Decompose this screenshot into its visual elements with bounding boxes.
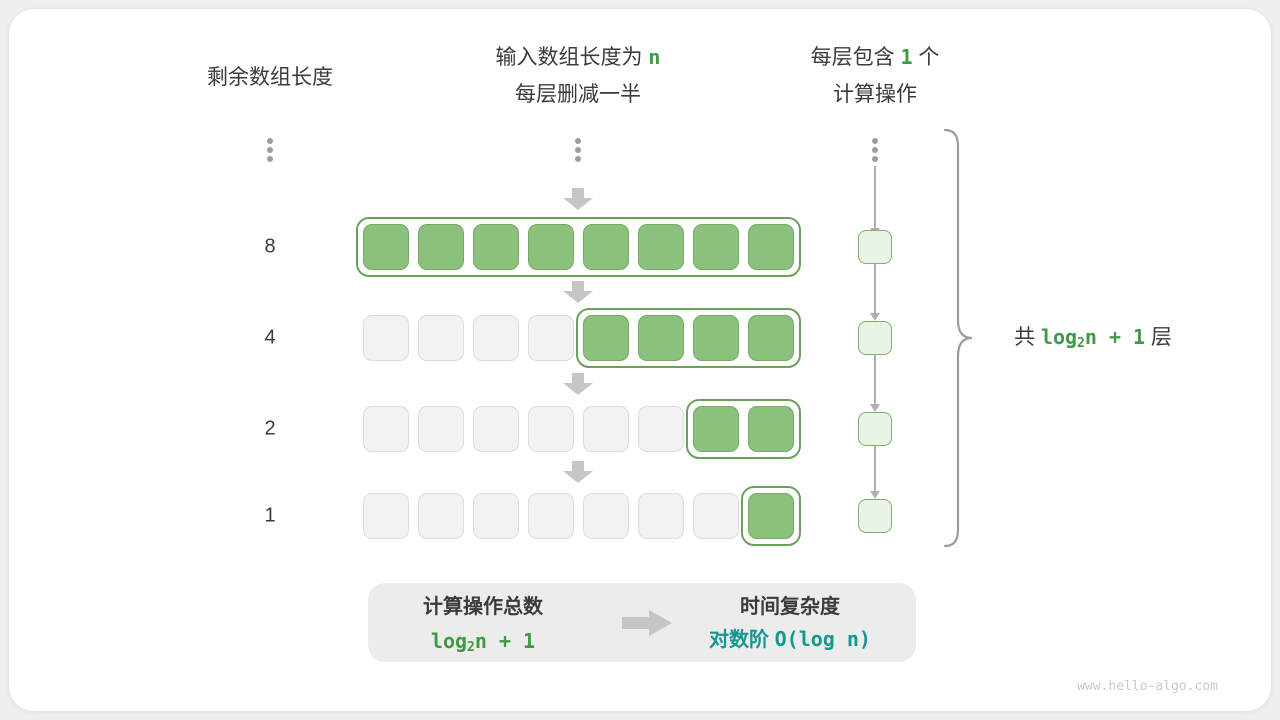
header-text: 个 xyxy=(912,46,940,69)
down-arrow-icon xyxy=(563,373,593,395)
array-cell-active xyxy=(528,224,574,270)
active-group-outline xyxy=(356,217,801,277)
array-cell-empty xyxy=(473,315,519,361)
ellipsis-dot xyxy=(872,147,878,153)
log-rest: n + 1 xyxy=(474,629,536,653)
array-cell-empty xyxy=(528,406,574,452)
array-cell-empty xyxy=(363,493,409,539)
array-cell-active xyxy=(748,406,794,452)
operation-square xyxy=(858,412,892,446)
ellipsis-dot xyxy=(872,138,878,144)
array-cell-empty xyxy=(528,315,574,361)
log-word: log xyxy=(430,629,468,653)
array-cell-empty xyxy=(363,406,409,452)
ellipsis-dot xyxy=(872,156,878,162)
array-cell-active xyxy=(638,224,684,270)
active-group-outline xyxy=(576,308,801,368)
array-cell-active xyxy=(583,315,629,361)
log-rest: n + 1 xyxy=(1084,325,1146,349)
array-cell-empty xyxy=(418,406,464,452)
header-text: 每层包含 xyxy=(810,46,901,69)
active-group-outline xyxy=(686,399,801,459)
operation-square xyxy=(858,230,892,264)
log-subscript: 2 xyxy=(1077,336,1085,351)
summary-left-value: log2n + 1 xyxy=(431,628,535,661)
operation-square xyxy=(858,321,892,355)
ellipsis-dot xyxy=(575,147,581,153)
connector-arrow-icon xyxy=(870,491,880,499)
array-cell-empty xyxy=(693,493,739,539)
log-word: log xyxy=(1040,325,1078,349)
array-cell-active xyxy=(748,315,794,361)
array-cell-empty xyxy=(638,406,684,452)
ellipsis-dot xyxy=(575,138,581,144)
row-label: 1 xyxy=(264,504,276,527)
brace-icon xyxy=(943,128,973,548)
complexity-notation: O(log n) xyxy=(774,627,871,651)
connector-line xyxy=(874,446,876,491)
summary-right-title: 时间复杂度 xyxy=(740,596,840,618)
log-expression: log2n + 1 xyxy=(430,629,536,655)
level-count-label: 共 log2n + 1 层 xyxy=(1014,324,1172,357)
summary-right-value: 对数阶 O(log n) xyxy=(709,626,871,653)
log-subscript: 2 xyxy=(467,640,475,655)
array-cell-active xyxy=(693,224,739,270)
array-cell-empty xyxy=(528,493,574,539)
array-cell-empty xyxy=(638,493,684,539)
row-label: 4 xyxy=(264,326,276,349)
summary-left-title: 计算操作总数 xyxy=(423,596,543,618)
label-text: 共 xyxy=(1014,326,1041,349)
array-cell-empty xyxy=(418,315,464,361)
connector-line xyxy=(874,355,876,404)
ellipsis-dot xyxy=(267,147,273,153)
header-code-one: 1 xyxy=(900,45,913,69)
array-cell-active xyxy=(748,224,794,270)
array-cell-empty xyxy=(418,493,464,539)
array-cell-empty xyxy=(363,315,409,361)
operation-square xyxy=(858,499,892,533)
array-cell-empty xyxy=(473,406,519,452)
down-arrow-icon xyxy=(563,461,593,483)
array-cell-active xyxy=(363,224,409,270)
array-cell-empty xyxy=(583,406,629,452)
array-cell-active xyxy=(418,224,464,270)
header-text: 输入数组长度为 xyxy=(495,46,649,69)
complexity-class-text: 对数阶 xyxy=(709,629,775,651)
connector-arrow-icon xyxy=(870,404,880,412)
row-label: 8 xyxy=(264,235,276,258)
column-header-ops-per-level: 每层包含 1 个 xyxy=(811,44,940,71)
array-cell-empty xyxy=(473,493,519,539)
header-code-n: n xyxy=(648,45,661,69)
array-cell-active xyxy=(693,406,739,452)
array-cell-active xyxy=(583,224,629,270)
array-cell-active xyxy=(693,315,739,361)
log-expression: log2n + 1 xyxy=(1040,325,1146,351)
connector-line xyxy=(874,264,876,313)
array-cell-active xyxy=(748,493,794,539)
column-header-halving: 每层删减一半 xyxy=(515,83,641,106)
down-arrow-icon xyxy=(563,188,593,210)
label-text: 层 xyxy=(1145,326,1172,349)
down-arrow-icon xyxy=(563,281,593,303)
ellipsis-dot xyxy=(267,156,273,162)
array-cell-active xyxy=(473,224,519,270)
ellipsis-dot xyxy=(267,138,273,144)
connector-arrow-icon xyxy=(870,313,880,321)
right-arrow-icon xyxy=(622,610,672,636)
array-cell-active xyxy=(638,315,684,361)
column-header-ops-label: 计算操作 xyxy=(833,83,917,106)
array-cell-empty xyxy=(583,493,629,539)
column-header-remaining-length: 剩余数组长度 xyxy=(207,66,333,89)
row-label: 2 xyxy=(264,417,276,440)
column-header-input-length: 输入数组长度为 n xyxy=(496,44,661,71)
ellipsis-dot xyxy=(575,156,581,162)
watermark: www.hello-algo.com xyxy=(1077,679,1218,694)
connector-line xyxy=(874,166,876,228)
active-group-outline xyxy=(741,486,801,546)
